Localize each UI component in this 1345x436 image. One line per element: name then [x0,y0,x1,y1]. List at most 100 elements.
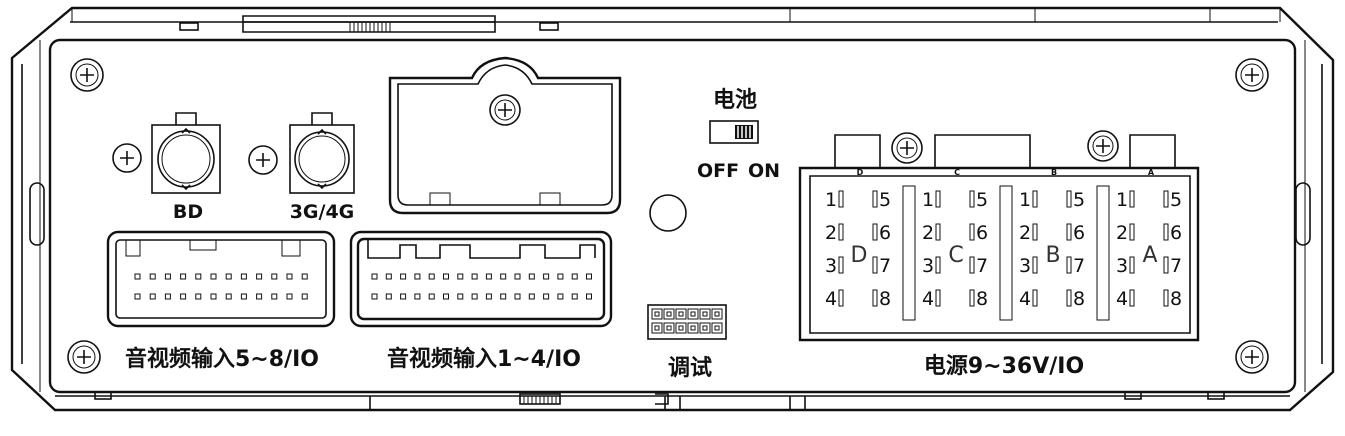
pin [500,293,507,300]
debug-pin [711,322,723,334]
pin-label: 5 [879,189,891,211]
bd-antenna-connector: BD [112,112,221,223]
pin-label: 5 [1073,189,1085,211]
pin [385,293,392,300]
pin-label: 3 [1019,255,1031,277]
pin-contact [872,190,878,208]
debug-pin [663,322,675,334]
pin [543,293,550,300]
pin [500,273,507,280]
pin [256,293,263,300]
pin-contact [838,190,844,208]
debug-pin-core [702,325,708,331]
pin-contact [1032,223,1038,241]
block-letter: B [1045,243,1060,268]
block-divider [999,185,1013,321]
pin [457,293,464,300]
pin-contact [872,223,878,241]
debug-pin-core [666,311,672,317]
pin [164,273,171,280]
pin [414,293,421,300]
block-letter: C [948,243,963,268]
pin-contact [1129,190,1135,208]
pin-label: 1 [1019,189,1031,211]
debug-pin [699,322,711,334]
pin-label: 3 [922,255,934,277]
debug-pin-core [690,325,696,331]
pin-label: 1 [825,189,837,211]
pin [514,293,521,300]
debug-pin-grid [651,308,723,334]
pin-contact [1163,289,1169,307]
screw-icon-top-right [1235,58,1269,92]
av14-connector: 音视频输入1~4/IO [349,230,613,372]
pin-label: 1 [922,189,934,211]
pin-contact [969,289,975,307]
pin [240,293,247,300]
pin-label: 6 [1073,222,1085,244]
pin-label: 7 [1170,255,1182,277]
pin [371,293,378,300]
pin-label: 5 [1170,189,1182,211]
pin [301,293,308,300]
pin [286,293,293,300]
av58-connector: 音视频输入5~8/IO [106,230,336,372]
debug-pin-core [654,325,660,331]
pin [586,293,592,300]
debug-pin [687,308,699,320]
debug-pin-core [678,325,684,331]
pin-label: 7 [879,255,891,277]
screw-icon [1087,130,1119,162]
pin [385,273,392,280]
pin-contact [935,223,941,241]
pin-contact [1066,223,1072,241]
pin [485,273,492,280]
pin [557,293,564,300]
debug-pin [651,322,663,334]
pin-label: 2 [1019,222,1031,244]
block-letter: D [851,243,868,268]
pin-contact [1163,256,1169,274]
pin [286,273,293,280]
debug-pin [675,322,687,334]
block-letter: A [1142,243,1157,268]
bd-label: BD [173,201,203,223]
pin-contact [1129,223,1135,241]
screw-icon [489,94,521,126]
pin [543,273,550,280]
pin-contact [1129,289,1135,307]
pin [428,273,435,280]
pin-contact [1066,289,1072,307]
block-divider [902,185,916,321]
screw-icon-bottom-right [1235,340,1269,374]
battery-label: 电池 [713,88,757,113]
debug-pin [663,308,675,320]
battery-switch: 电池 OFF ON [697,88,780,182]
pin [428,293,435,300]
hatch-top [349,22,391,32]
pin [195,293,202,300]
block-top-label: A [1148,168,1155,177]
pin-label: 8 [1170,288,1182,310]
pin [586,273,592,280]
on-label: ON [748,160,780,182]
pin-label: 3 [1116,255,1128,277]
block-top-label: D [857,168,864,177]
pin-contact [935,289,941,307]
pin [225,273,232,280]
pin [528,273,535,280]
pin [557,273,564,280]
pin [225,293,232,300]
pin-label: 7 [1073,255,1085,277]
pin [180,293,187,300]
debug-pin [675,308,687,320]
pin [271,293,278,300]
pin-label: 2 [825,222,837,244]
pin-label: 6 [976,222,988,244]
pin [240,273,247,280]
pin-label: 4 [1116,288,1128,310]
pin-contact [1163,190,1169,208]
